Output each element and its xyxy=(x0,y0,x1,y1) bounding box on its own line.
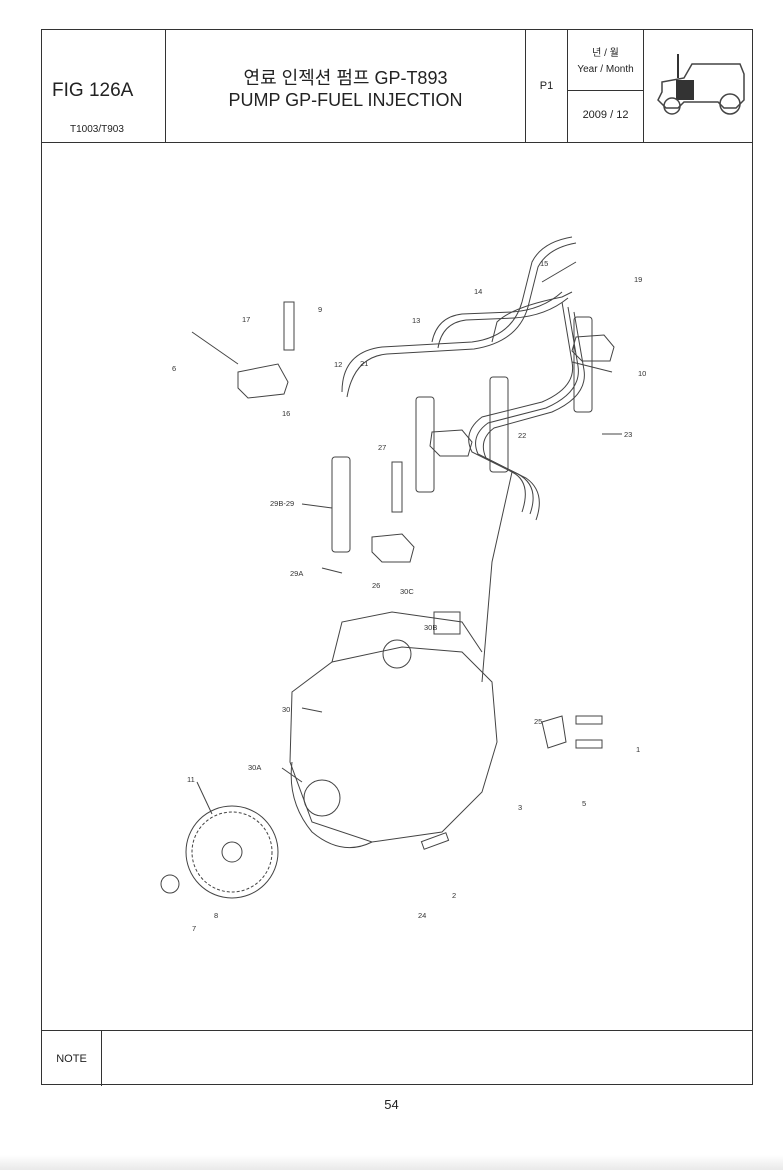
divider xyxy=(568,90,643,91)
leak-off-clip xyxy=(191,331,239,365)
tractor-icon xyxy=(657,54,745,115)
bracket xyxy=(541,715,567,749)
pump-flange xyxy=(290,761,373,849)
callout-19: 19 xyxy=(634,275,642,284)
bolt xyxy=(283,301,295,351)
callout-29A: 29A xyxy=(290,569,303,578)
bolt xyxy=(420,832,450,850)
injector xyxy=(415,396,435,493)
year-month-korean: 년 / 월 xyxy=(592,48,619,59)
callout-22: 22 xyxy=(518,431,526,440)
note-row: NOTE xyxy=(42,1030,752,1086)
callout-25: 25 xyxy=(534,717,542,726)
drive-gear xyxy=(185,805,279,899)
callout-13: 13 xyxy=(412,316,420,325)
callout-17: 17 xyxy=(242,315,250,324)
thumbnail-cell xyxy=(644,30,752,142)
exploded-view-diagram: 15 19 14 13 9 17 6 12 21 10 16 23 22 27 … xyxy=(42,142,752,1030)
injector xyxy=(573,316,593,413)
callout-26: 26 xyxy=(372,581,380,590)
callout-9: 9 xyxy=(318,305,322,314)
bracket xyxy=(237,363,289,399)
callout-30C: 30C xyxy=(400,587,414,596)
injector xyxy=(331,456,351,553)
callout-23: 23 xyxy=(624,430,632,439)
drive-gear xyxy=(191,811,273,893)
date-value: 2009 / 12 xyxy=(582,109,629,121)
callout-14: 14 xyxy=(474,287,482,296)
callout-2: 2 xyxy=(452,891,456,900)
note-label: NOTE xyxy=(42,1031,102,1086)
callout-5: 5 xyxy=(582,799,586,808)
solenoid xyxy=(382,639,412,669)
pump-body xyxy=(331,611,483,663)
callout-12: 12 xyxy=(334,360,342,369)
fuel-pipe xyxy=(475,306,579,515)
page-frame: FIG 126A T1003/T903 연료 인젝션 펌프 GP-T893 PU… xyxy=(41,29,753,1086)
page-code-cell: P1 xyxy=(526,30,568,142)
year-month-cell: 년 / 월 Year / Month 2009 / 12 xyxy=(568,30,644,142)
fuel-pipe xyxy=(346,242,577,398)
injector-clamp xyxy=(371,533,415,563)
fig-cell: FIG 126A T1003/T903 xyxy=(42,30,166,142)
title-english: PUMP GP-FUEL INJECTION xyxy=(228,90,463,110)
callout-21: 21 xyxy=(360,359,368,368)
callout-27: 27 xyxy=(378,443,386,452)
fuel-injection-pump-drawing: 15 19 14 13 9 17 6 12 21 10 16 23 22 27 … xyxy=(160,236,646,933)
callout-labels: 15 19 14 13 9 17 6 12 21 10 16 23 22 27 … xyxy=(172,259,646,933)
page-number: 54 xyxy=(384,1097,399,1112)
callout-6: 6 xyxy=(172,364,176,373)
callout-10: 10 xyxy=(638,369,646,378)
callout-1: 1 xyxy=(636,745,640,754)
year-month-english: Year / Month xyxy=(577,64,634,75)
callout-30A: 30A xyxy=(248,763,261,772)
fig-label: FIG 126A xyxy=(52,80,134,101)
callout-3: 3 xyxy=(518,803,522,812)
fuel-pipe xyxy=(481,471,513,683)
fuel-pipe xyxy=(491,291,573,343)
fuel-pipe xyxy=(341,236,573,393)
callout-7: 7 xyxy=(192,924,196,933)
callout-29B-29: 29B-29 xyxy=(270,499,294,508)
callout-16: 16 xyxy=(282,409,290,418)
pump-body xyxy=(289,646,498,843)
page-code: P1 xyxy=(539,80,554,92)
callout-24: 24 xyxy=(418,911,426,920)
injector-clamp xyxy=(571,334,615,362)
callout-30: 30 xyxy=(282,705,290,714)
injector-clamp xyxy=(429,429,473,457)
model-label: T1003/T903 xyxy=(70,124,124,135)
title-cell: 연료 인젝션 펌프 GP-T893 PUMP GP-FUEL INJECTION xyxy=(166,30,526,142)
fuel-pipe xyxy=(437,297,569,349)
nut xyxy=(160,874,180,894)
title-korean: 연료 인젝션 펌프 GP-T893 xyxy=(243,68,448,88)
callout-15: 15 xyxy=(540,259,548,268)
callout-30B: 30B xyxy=(424,623,437,632)
fuel-pipe xyxy=(468,301,574,513)
callout-8: 8 xyxy=(214,911,218,920)
scan-edge xyxy=(0,1155,783,1170)
pump-shaft xyxy=(303,779,341,817)
drive-gear xyxy=(221,841,243,863)
callout-11: 11 xyxy=(187,775,195,784)
injector xyxy=(489,376,509,473)
fuel-pipe xyxy=(431,291,563,343)
bolt xyxy=(391,461,403,513)
connector xyxy=(433,611,461,635)
fuel-pipe xyxy=(482,311,585,521)
bolt xyxy=(575,715,603,725)
header: FIG 126A T1003/T903 연료 인젝션 펌프 GP-T893 PU… xyxy=(42,30,752,143)
bolt xyxy=(575,739,603,749)
